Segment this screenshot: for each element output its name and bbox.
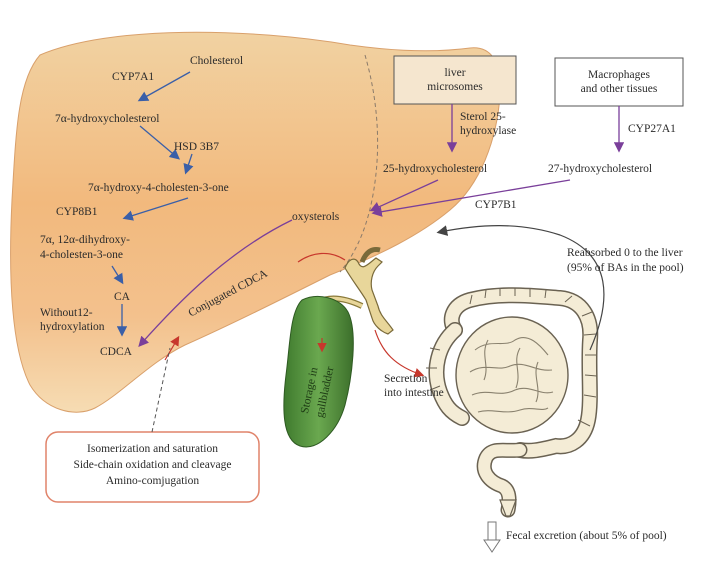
label-cdca: CDCA [100,346,132,358]
bile-duct-branch [359,247,381,264]
label-without12-1: Without12- [40,307,93,319]
label-reabsorbed-1: Reabsorbed 0 to the liver [567,247,683,259]
arrow-hsd-to-cholestenone [183,153,194,175]
label-27-hydroxycholesterol: 27-hydroxycholesterol [548,163,653,175]
label-without12-2: hydroxylation [40,321,105,333]
arrow-reabsorption [436,225,605,351]
arrow-27-to-oxysterols [371,179,571,217]
label-sterol25-2: hydroxylase [460,125,517,137]
macrophages-box [554,57,684,107]
arrow-7a-to-hsd [139,125,180,160]
label-secretion-2: into intestine [384,387,444,399]
arrow-to-conjugated [164,335,180,361]
arrow-dihydroxy-to-ca [111,265,124,285]
label-7a-hydroxycholesterol: 7α-hydroxycholesterol [55,113,160,125]
label-liver-microsomes-2: microsomes [427,81,483,93]
label-cyp27a1: CYP27A1 [628,123,676,135]
label-ca: CA [114,291,130,303]
liver-lobe-divider [339,54,379,273]
modification-connector [151,347,171,433]
label-cyp8b1: CYP8B1 [56,206,98,218]
label-modification-1: Isomerization and saturation [87,443,218,455]
gallbladder [283,296,354,448]
label-reabsorbed-2: (95% of BAs in the pool) [567,262,684,274]
label-cholesterol: Cholesterol [190,55,244,67]
label-liver-microsomes-1: liver [444,67,466,79]
arrow-oxysterols-to-cdca [138,219,293,347]
label-25-hydroxycholesterol: 25-hydroxycholesterol [383,163,488,175]
arrow-secretion [374,329,425,378]
label-secretion-1: Secretion [384,373,428,385]
label-macrophages-1: Macrophages [588,69,650,81]
label-oxysterols: oxysterols [292,211,340,223]
bile-duct [344,257,394,335]
label-fecal-excretion: Fecal excretion (about 5% of pool) [506,530,667,542]
arrow-25-to-oxysterols [369,179,439,212]
label-dihydroxy-2: 4-cholesten-3-one [40,249,124,261]
label-sterol25-1: Sterol 25- [460,111,506,123]
label-macrophages-2: and other tissues [580,83,658,95]
liver-microsomes-box [393,55,517,105]
label-modification-2: Side-chain oxidation and cleavage [73,459,232,471]
label-modification-3: Amino-comjugation [105,475,200,487]
arrow-cholesterol-to-7a [137,71,191,102]
intestine [426,287,599,518]
arrow-conjugation-to-gallbladder [297,252,346,263]
label-dihydroxy-1: 7α, 12α-dihydroxy- [40,234,130,246]
liver-shape [10,31,501,413]
arrow-cholestenone-to-dihydroxy [122,197,189,221]
fecal-arrow [483,521,501,553]
label-7a-hydroxy-cholestenone: 7α-hydroxy-4-cholesten-3-one [88,182,229,194]
label-cyp7b1: CYP7B1 [475,199,517,211]
label-cyp7a1: CYP7A1 [112,71,155,83]
label-hsd3b7: HSD 3B7 [174,141,220,153]
